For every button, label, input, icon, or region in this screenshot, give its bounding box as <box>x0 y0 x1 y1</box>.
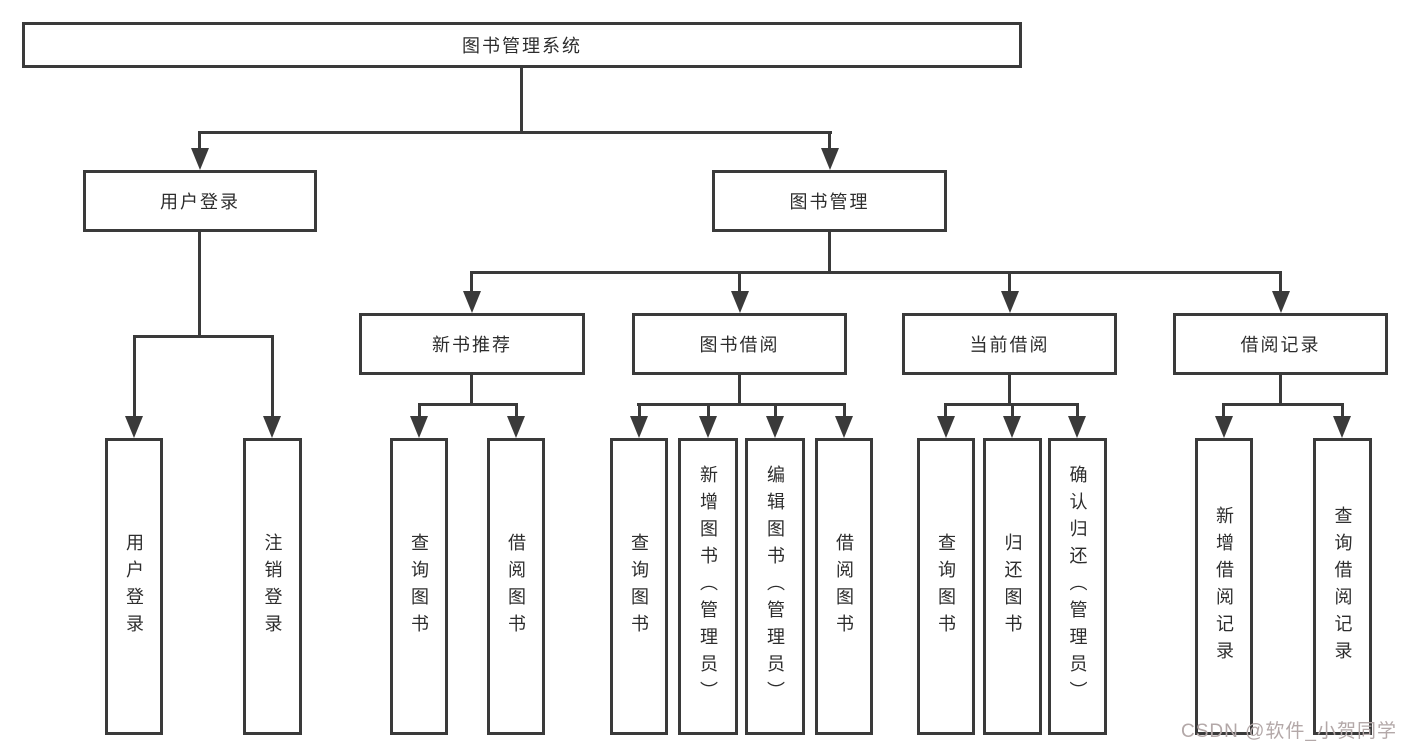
connector-bookborrow-stub-1 <box>638 403 641 418</box>
arrow-down-icon <box>766 416 784 438</box>
leaf-bookborrow-edit: 编辑图书（管理员） <box>745 438 805 735</box>
connector-newbook-vline <box>470 375 473 406</box>
leaf-newbook-borrow: 借阅图书 <box>487 438 545 735</box>
node-borrow-record: 借阅记录 <box>1173 313 1388 375</box>
leaf-bookborrow-query-label: 查询图书 <box>629 532 649 641</box>
arrow-down-icon <box>699 416 717 438</box>
connector-bookborrow-hline <box>637 403 846 406</box>
connector-userlogin-vline <box>198 232 201 338</box>
connector-bookborrow-stub-4 <box>843 403 846 418</box>
arrow-down-icon <box>1272 291 1290 313</box>
leaf-logout: 注销登录 <box>243 438 302 735</box>
node-user-login-label: 用户登录 <box>160 192 240 212</box>
leaf-newbook-query: 查询图书 <box>390 438 448 735</box>
connector-newbook-stub-2 <box>515 403 518 418</box>
connector-borrowrecord-vline <box>1279 375 1282 406</box>
connector-bookborrow-vline <box>738 375 741 406</box>
arrow-down-icon <box>410 416 428 438</box>
connector-root-left-stub <box>198 131 201 151</box>
connector-userlogin-hline <box>133 335 274 338</box>
connector-bookmgmt-stub-3 <box>1008 271 1011 293</box>
leaf-bookborrow-edit-label: 编辑图书（管理员） <box>765 465 785 708</box>
leaf-currentborrow-query-label: 查询图书 <box>936 532 956 641</box>
leaf-currentborrow-return-label: 归还图书 <box>1002 532 1023 641</box>
arrow-down-icon <box>630 416 648 438</box>
leaf-bookborrow-borrow-label: 借阅图书 <box>834 532 854 641</box>
arrow-down-icon <box>835 416 853 438</box>
leaf-currentborrow-confirm-label: 确认归还（管理员） <box>1067 465 1088 708</box>
arrow-down-icon <box>125 416 143 438</box>
node-new-book-label: 新书推荐 <box>432 335 512 355</box>
arrow-down-icon <box>191 148 209 170</box>
arrow-down-icon <box>1001 291 1019 313</box>
leaf-borrowrecord-query-label: 查询借阅记录 <box>1332 505 1353 668</box>
connector-borrowrecord-hline <box>1222 403 1344 406</box>
node-book-mgmt-label: 图书管理 <box>789 192 870 212</box>
node-book-borrow-label: 图书借阅 <box>699 335 780 355</box>
leaf-bookborrow-query: 查询图书 <box>610 438 668 735</box>
node-current-borrow: 当前借阅 <box>902 313 1117 375</box>
leaf-logout-label: 注销登录 <box>262 532 283 641</box>
connector-borrowrecord-stub-2 <box>1341 403 1344 418</box>
arrow-down-icon <box>937 416 955 438</box>
connector-root-right-stub <box>828 131 831 151</box>
node-borrow-record-label: 借阅记录 <box>1240 335 1321 355</box>
node-book-borrow: 图书借阅 <box>632 313 847 375</box>
leaf-borrowrecord-add-label: 新增借阅记录 <box>1214 505 1234 668</box>
leaf-currentborrow-query: 查询图书 <box>917 438 975 735</box>
connector-root-vline <box>520 68 523 133</box>
leaf-currentborrow-return: 归还图书 <box>983 438 1042 735</box>
connector-currentborrow-stub-1 <box>944 403 947 418</box>
connector-bookborrow-stub-3 <box>774 403 777 418</box>
connector-root-hline <box>198 131 832 134</box>
arrow-down-icon <box>463 291 481 313</box>
connector-bookborrow-stub-2 <box>707 403 710 418</box>
arrow-down-icon <box>1333 416 1351 438</box>
leaf-borrowrecord-add: 新增借阅记录 <box>1195 438 1253 735</box>
connector-bookmgmt-stub-2 <box>738 271 741 293</box>
node-book-mgmt: 图书管理 <box>712 170 947 232</box>
connector-userlogin-right-stub <box>271 335 274 417</box>
connector-bookmgmt-hline <box>470 271 1282 274</box>
arrow-down-icon <box>1215 416 1233 438</box>
connector-bookmgmt-stub-4 <box>1279 271 1282 293</box>
arrow-down-icon <box>731 291 749 313</box>
connector-userlogin-left-stub <box>133 335 136 417</box>
arrow-down-icon <box>1068 416 1086 438</box>
connector-bookmgmt-vline <box>828 232 831 274</box>
leaf-bookborrow-borrow: 借阅图书 <box>815 438 873 735</box>
arrow-down-icon <box>507 416 525 438</box>
node-root-label: 图书管理系统 <box>462 36 582 56</box>
arrow-down-icon <box>821 148 839 170</box>
connector-currentborrow-vline <box>1008 375 1011 406</box>
node-new-book: 新书推荐 <box>359 313 585 375</box>
leaf-currentborrow-confirm: 确认归还（管理员） <box>1048 438 1107 735</box>
connector-borrowrecord-stub-1 <box>1222 403 1225 418</box>
leaf-newbook-borrow-label: 借阅图书 <box>506 532 526 641</box>
node-root: 图书管理系统 <box>22 22 1022 68</box>
connector-newbook-stub-1 <box>418 403 421 418</box>
connector-bookmgmt-stub-1 <box>470 271 473 293</box>
arrow-down-icon <box>263 416 281 438</box>
leaf-newbook-query-label: 查询图书 <box>409 532 429 641</box>
leaf-user-login-label: 用户登录 <box>124 532 144 641</box>
connector-currentborrow-stub-3 <box>1076 403 1079 418</box>
csdn-watermark: CSDN @软件_小贺同学 <box>1181 721 1397 742</box>
arrow-down-icon <box>1003 416 1021 438</box>
connector-newbook-hline <box>418 403 518 406</box>
leaf-bookborrow-add-label: 新增图书（管理员） <box>698 465 718 708</box>
leaf-borrowrecord-query: 查询借阅记录 <box>1313 438 1372 735</box>
leaf-bookborrow-add: 新增图书（管理员） <box>678 438 738 735</box>
node-current-borrow-label: 当前借阅 <box>969 335 1050 355</box>
leaf-user-login: 用户登录 <box>105 438 163 735</box>
node-user-login: 用户登录 <box>83 170 317 232</box>
connector-currentborrow-stub-2 <box>1011 403 1014 418</box>
